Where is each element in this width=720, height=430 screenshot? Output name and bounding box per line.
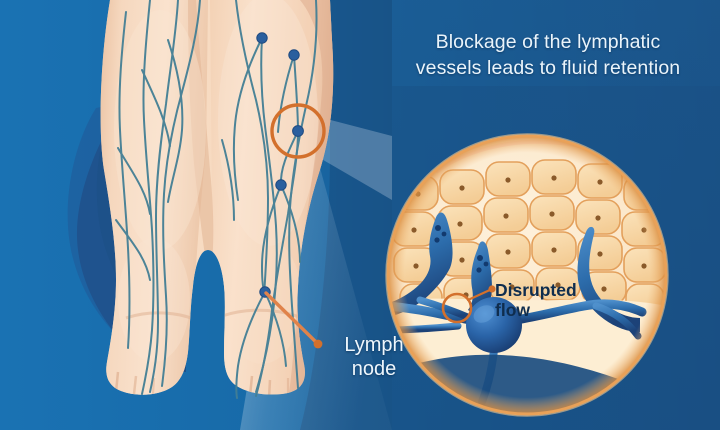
right-toe-line-2: [267, 379, 272, 395]
vessel-left-3: [161, 0, 201, 387]
vessel-right-9: [280, 184, 301, 263]
disrupted-flow-leader-line: [466, 287, 494, 302]
vessel-right-10: [235, 291, 266, 399]
vessel-right-12: [221, 139, 235, 221]
leg-lymph-node-1: [256, 32, 268, 44]
lymph-node-leader-dot-left: [313, 339, 323, 349]
left-toe-line-3: [151, 377, 156, 395]
vessel-right-6: [277, 54, 295, 133]
lymph-node-leader-line-left: [264, 291, 320, 346]
right-calf-highlight: [222, 236, 302, 364]
leg-cast-shadow-left-soft: [67, 104, 172, 360]
vessel-right-2: [255, 54, 300, 397]
blockage-highlight-circle-on-leg: [270, 103, 326, 159]
magnifier-rim-vignette: [388, 136, 666, 414]
vessel-right-5: [232, 37, 263, 201]
vessel-left-2: [149, 0, 179, 393]
magnifier-rim: [386, 134, 668, 416]
vessel-left-7: [117, 147, 151, 215]
vessel-right-11: [264, 291, 287, 367]
leg-lymph-nodes: [256, 32, 304, 298]
left-toe-line-2: [132, 375, 138, 395]
leg-lymph-node-4: [275, 179, 287, 191]
inner-thigh-shadow: [188, 0, 214, 262]
leg-lymph-node-2: [288, 49, 300, 61]
vessel-left-5: [167, 39, 184, 203]
leg-lymph-node-highlighted: [292, 125, 304, 137]
left-leg-highlight: [114, 10, 206, 250]
blockage-marker-circle: [441, 292, 473, 324]
vessel-left-8: [115, 219, 151, 281]
vessel-left-1: [141, 0, 155, 395]
vessel-left-4: [118, 11, 131, 349]
left-toe-line-1: [114, 371, 120, 393]
vessel-right-3: [235, 0, 270, 297]
vessel-left-6: [141, 69, 171, 147]
right-leg-skin: [210, 0, 334, 395]
disrupted-flow-leader-dot: [488, 285, 496, 293]
magnifier-rim-outer-glow: [385, 133, 669, 417]
